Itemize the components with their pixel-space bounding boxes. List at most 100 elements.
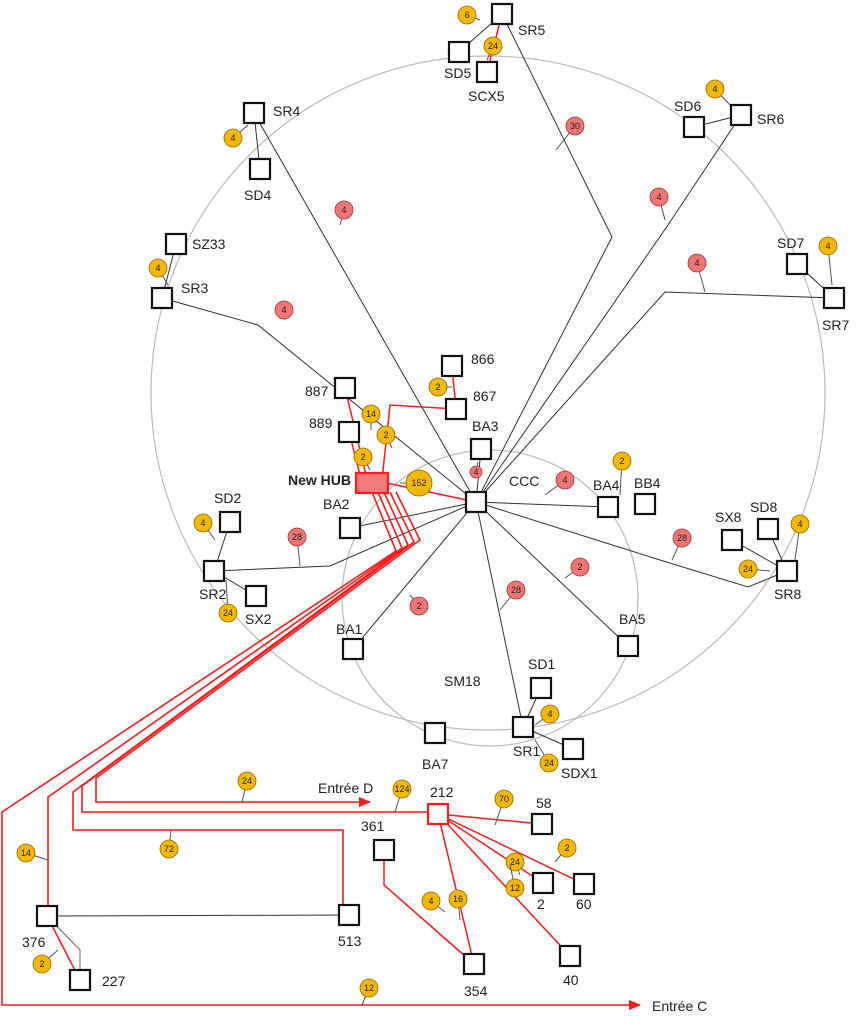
node-60[interactable] xyxy=(572,872,596,896)
node-sd7[interactable] xyxy=(785,252,809,276)
node-513[interactable] xyxy=(337,903,361,927)
node-bb4[interactable] xyxy=(633,492,657,516)
node-sx8[interactable] xyxy=(720,528,744,552)
link-count-badge xyxy=(469,465,483,479)
node-361[interactable] xyxy=(372,838,396,862)
node-sr1[interactable] xyxy=(511,715,535,739)
node-2[interactable] xyxy=(531,871,555,895)
link-hub-212 xyxy=(81,491,430,813)
node-sd1[interactable] xyxy=(529,676,553,700)
node-scx5[interactable] xyxy=(475,60,499,84)
node-sr3[interactable] xyxy=(150,286,174,310)
capacity-badge-value: 16 xyxy=(453,894,463,904)
node-40[interactable] xyxy=(558,944,582,968)
entree-d-label: Entrée D xyxy=(318,780,373,796)
node-sd5[interactable] xyxy=(447,40,471,64)
node-887[interactable] xyxy=(333,376,357,400)
link-sr8-ccc xyxy=(475,501,788,588)
node-ccc[interactable] xyxy=(464,490,488,514)
node-sd6[interactable] xyxy=(682,115,706,139)
node-label: SR5 xyxy=(518,22,545,38)
node-sz33[interactable] xyxy=(164,232,188,256)
capacity-badge-value: 70 xyxy=(499,794,509,804)
capacity-badge xyxy=(539,753,559,773)
link-count-badge xyxy=(334,200,354,220)
node-212[interactable] xyxy=(426,802,450,826)
link-hub-entree-c xyxy=(1,491,641,1010)
node-sr5[interactable] xyxy=(490,2,514,26)
node-sd2[interactable] xyxy=(218,510,242,534)
node-label: SD4 xyxy=(244,187,271,203)
capacity-badge-value: 4 xyxy=(712,84,717,94)
link-count-badge xyxy=(649,187,669,207)
node-label: 889 xyxy=(309,415,333,431)
node-label: SZ33 xyxy=(192,236,226,252)
capacity-badge-value: 4 xyxy=(797,519,802,529)
node-sr6[interactable] xyxy=(729,103,753,127)
node-867[interactable] xyxy=(444,397,468,421)
link-count-badge-value: 4 xyxy=(341,205,346,215)
node-ba1[interactable] xyxy=(341,637,365,661)
node-ba7[interactable] xyxy=(423,721,447,745)
capacity-badge-value: 2 xyxy=(564,843,569,853)
node-label: BA4 xyxy=(593,477,620,493)
node-354[interactable] xyxy=(462,952,486,976)
node-label: BA7 xyxy=(422,756,449,772)
node-label: BA3 xyxy=(472,418,499,434)
node-label: 361 xyxy=(361,818,385,834)
node-sr4[interactable] xyxy=(242,101,266,125)
capacity-badge xyxy=(405,469,433,497)
node-label: SX8 xyxy=(715,509,742,525)
capacity-badge-value: 4 xyxy=(230,133,235,143)
capacity-badge xyxy=(32,954,52,974)
capacity-badge-value: 24 xyxy=(223,608,233,618)
node-hub[interactable] xyxy=(354,471,390,495)
node-sdx1[interactable] xyxy=(561,737,585,761)
capacity-badge-value: 14 xyxy=(366,409,376,419)
node-label: BA2 xyxy=(323,496,350,512)
capacity-badge xyxy=(428,377,448,397)
link-376-513 xyxy=(46,914,350,917)
capacity-badge-value: 2 xyxy=(435,382,440,392)
node-ba3[interactable] xyxy=(469,437,493,461)
link-hub-376 xyxy=(47,491,403,906)
node-ba5[interactable] xyxy=(616,634,640,658)
node-866[interactable] xyxy=(440,354,464,378)
node-sd4[interactable] xyxy=(248,157,272,181)
node-label: SX2 xyxy=(245,611,272,627)
node-sr8[interactable] xyxy=(775,559,799,583)
node-889[interactable] xyxy=(337,420,361,444)
capacity-badge-value: 152 xyxy=(411,478,426,488)
capacity-badge xyxy=(483,36,503,56)
link-count-badge-value: 30 xyxy=(570,121,580,131)
node-sx2[interactable] xyxy=(244,584,268,608)
node-label: SR6 xyxy=(757,111,784,127)
capacity-badge-value: 6 xyxy=(464,10,469,20)
node-ba4[interactable] xyxy=(596,495,620,519)
node-227[interactable] xyxy=(68,968,92,992)
node-label: SD8 xyxy=(750,499,777,515)
node-label: 513 xyxy=(338,933,362,949)
link-count-badge-value: 2 xyxy=(577,562,582,572)
capacity-badge xyxy=(505,878,525,898)
link-sr5-ccc xyxy=(475,13,613,503)
link-count-badge xyxy=(672,528,692,548)
link-count-badge-value: 28 xyxy=(292,532,302,542)
capacity-badge-value: 124 xyxy=(394,784,409,794)
node-sd8[interactable] xyxy=(756,517,780,541)
node-label: 867 xyxy=(473,388,497,404)
node-label: SD6 xyxy=(674,98,701,114)
link-sr4-ccc xyxy=(253,112,477,503)
link-count-badge xyxy=(687,253,707,273)
node-376[interactable] xyxy=(35,904,59,928)
node-label: SR3 xyxy=(181,280,208,296)
node-label: BA1 xyxy=(336,621,363,637)
node-sr7[interactable] xyxy=(822,286,846,310)
link-sr2-ccc xyxy=(213,501,477,572)
capacity-badge xyxy=(818,236,838,256)
node-ba2[interactable] xyxy=(338,516,362,540)
node-sr2[interactable] xyxy=(202,559,226,583)
node-58[interactable] xyxy=(530,812,554,836)
capacity-badge-value: 14 xyxy=(21,848,31,858)
